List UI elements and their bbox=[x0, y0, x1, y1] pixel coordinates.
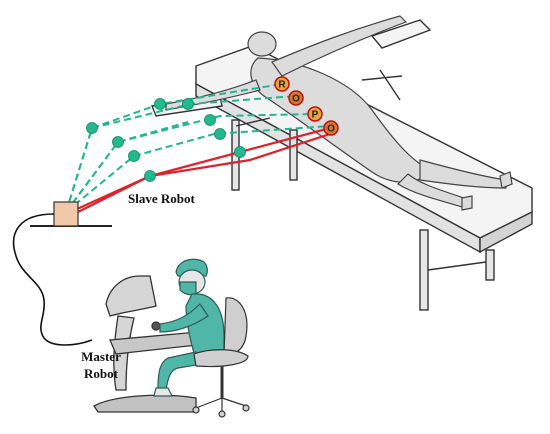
hand-controller bbox=[151, 321, 161, 331]
base-box bbox=[53, 201, 79, 227]
operating-table bbox=[151, 19, 533, 311]
joint bbox=[204, 114, 216, 126]
surgeon-arm bbox=[159, 303, 209, 333]
chair-wheel bbox=[242, 404, 250, 412]
robot-arm-dashed-1 bbox=[65, 83, 283, 213]
joint bbox=[234, 146, 246, 158]
chair-leg bbox=[221, 397, 247, 407]
joint bbox=[112, 136, 124, 148]
surgeon-mask bbox=[179, 281, 197, 296]
arm-board-rail bbox=[379, 69, 401, 101]
patient bbox=[165, 15, 513, 211]
table-side-edge bbox=[479, 210, 533, 254]
joint bbox=[128, 150, 140, 162]
port-o-lower-letter: O bbox=[327, 124, 335, 135]
chair-back bbox=[223, 297, 248, 355]
table-brace bbox=[427, 261, 487, 271]
robot-arm-dashed-4 bbox=[65, 125, 331, 213]
port-p: P bbox=[307, 106, 323, 122]
joint bbox=[154, 98, 166, 110]
joint bbox=[214, 128, 226, 140]
arm-board-rail bbox=[235, 117, 271, 127]
port-o-upper: O bbox=[288, 90, 304, 106]
chair-seat bbox=[193, 349, 249, 368]
port-o-lower-circle bbox=[323, 120, 339, 136]
robot-arms-dashed bbox=[65, 83, 331, 213]
port-p-circle bbox=[307, 106, 323, 122]
arm-board bbox=[370, 19, 432, 49]
patient-left-arm bbox=[271, 15, 408, 77]
robot-arm-dashed-2 bbox=[65, 95, 297, 213]
slave-robot-label: Slave Robot bbox=[128, 191, 195, 206]
master-robot-label: Master Robot bbox=[68, 348, 134, 382]
trocar-ports: R O P O bbox=[274, 76, 339, 136]
console-viewer bbox=[105, 275, 157, 317]
joint bbox=[182, 98, 194, 110]
port-o-upper-circle bbox=[288, 90, 304, 106]
chair-wheel bbox=[192, 406, 200, 414]
master-console bbox=[93, 275, 208, 413]
robot-arm-solid-1 bbox=[65, 126, 331, 216]
surgeon bbox=[153, 258, 225, 397]
port-o-lower: O bbox=[323, 120, 339, 136]
master-robot-label-line1: Master bbox=[81, 349, 121, 364]
port-r-circle bbox=[274, 76, 290, 92]
console-base bbox=[93, 394, 197, 413]
robot-arms-solid bbox=[65, 126, 331, 219]
surgeon-shoes bbox=[153, 387, 173, 397]
table-leg bbox=[419, 229, 429, 311]
chair-wheel bbox=[218, 410, 226, 418]
port-r: R bbox=[274, 76, 290, 92]
joint bbox=[86, 122, 98, 134]
patient-foot bbox=[499, 171, 513, 189]
robot-arm-solid-2 bbox=[65, 132, 331, 219]
master-robot-label-line2: Robot bbox=[84, 366, 118, 381]
port-p-letter: P bbox=[312, 110, 319, 121]
arm-board-rail bbox=[361, 75, 403, 81]
patient-left-leg bbox=[419, 159, 507, 189]
communication-cable bbox=[12, 213, 93, 346]
port-r-letter: R bbox=[278, 80, 286, 91]
patient-foot bbox=[461, 195, 473, 211]
patient-head bbox=[247, 31, 277, 57]
surgeon-chair bbox=[192, 297, 250, 418]
port-o-upper-letter: O bbox=[292, 94, 300, 105]
table-leg bbox=[485, 249, 495, 281]
robot-arm-dashed-5 bbox=[65, 121, 189, 213]
joint bbox=[144, 170, 156, 182]
robot-joints bbox=[86, 98, 246, 182]
chair-leg bbox=[195, 397, 223, 409]
table-leg bbox=[289, 129, 298, 181]
